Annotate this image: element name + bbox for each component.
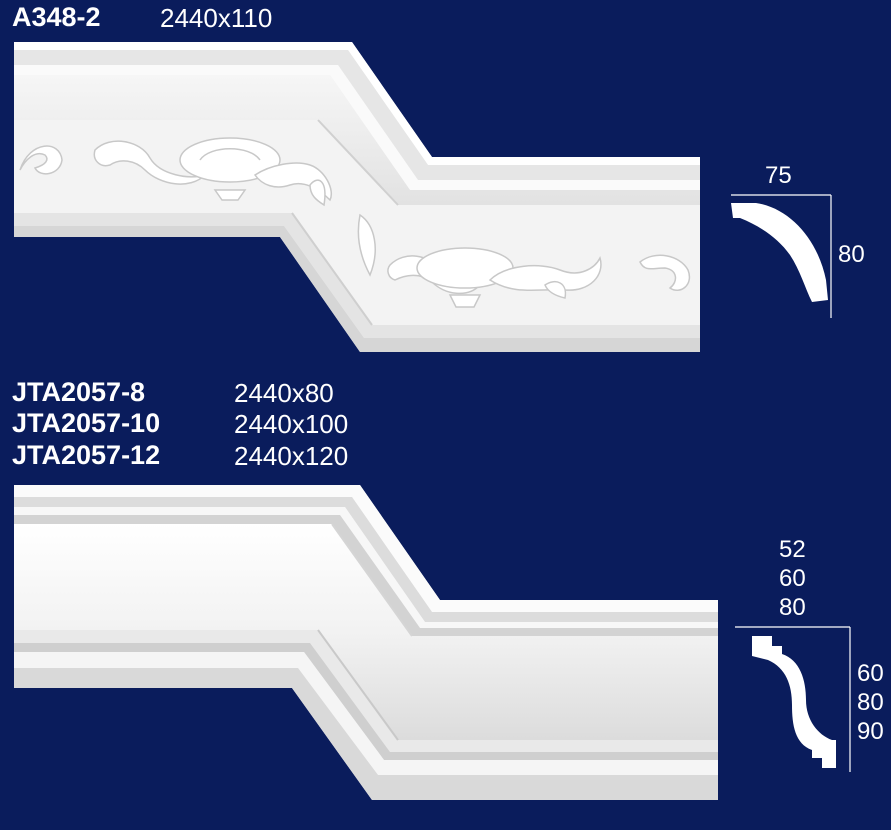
profile-width-label: 80 xyxy=(779,594,806,621)
moulding-a348-2-image xyxy=(14,42,700,352)
profile-jta2057-drawing xyxy=(735,626,851,772)
product-size-jta2057-8: 2440x80 xyxy=(234,378,334,408)
product-code-jta2057-10: JTA2057-10 xyxy=(12,408,161,438)
product-size-a348-2: 2440x110 xyxy=(160,3,273,33)
product-code-jta2057-12: JTA2057-12 xyxy=(12,440,161,470)
product-code-jta2057-8: JTA2057-8 xyxy=(12,377,146,407)
profile-a348-2-drawing xyxy=(731,194,832,318)
profile-width-label: 75 xyxy=(765,162,792,189)
moulding-jta2057-image xyxy=(14,485,718,800)
profile-height-label: 80 xyxy=(838,241,865,268)
profile-width-label: 60 xyxy=(779,565,806,592)
profile-height-label: 80 xyxy=(857,689,884,716)
product-size-jta2057-10: 2440x100 xyxy=(234,409,349,439)
product-code-a348-2: A348-2 xyxy=(12,2,101,32)
profile-height-label: 90 xyxy=(857,718,884,745)
profile-width-label: 52 xyxy=(779,536,806,563)
product-size-jta2057-12: 2440x120 xyxy=(234,441,349,471)
profile-height-label: 60 xyxy=(857,660,884,687)
